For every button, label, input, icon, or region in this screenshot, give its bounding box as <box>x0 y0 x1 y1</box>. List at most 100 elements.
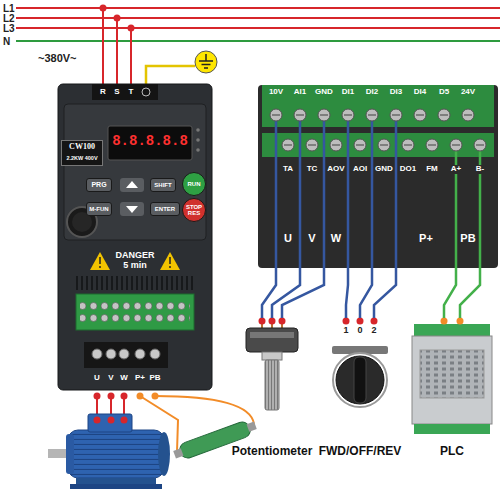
control-wire <box>444 205 480 318</box>
device-label: FWD/OFF/REV <box>319 445 402 458</box>
line-name: N <box>3 36 10 47</box>
earth-symbol <box>195 51 217 73</box>
plc-unit <box>420 350 484 398</box>
supply-wire <box>102 8 104 86</box>
mains-line <box>16 27 500 29</box>
selector-switch <box>343 318 350 325</box>
terminal-name: AOV <box>326 165 346 174</box>
terminal-name: T <box>129 88 134 97</box>
terminal-dot <box>94 417 101 424</box>
terminal-screw <box>308 144 316 145</box>
drive-housing <box>99 257 101 264</box>
braking-resistor <box>173 448 183 458</box>
control-wire <box>346 205 396 318</box>
terminal-name: DI1 <box>336 88 360 97</box>
terminal-screw <box>342 109 354 121</box>
button-label: RUN <box>188 181 201 187</box>
motor <box>158 432 170 476</box>
terminal-name: TA <box>278 165 298 174</box>
wire-junction <box>100 5 107 12</box>
terminal-screw <box>462 109 474 121</box>
mains-line <box>16 8 500 41</box>
terminal-screw <box>390 109 402 121</box>
control-wire <box>262 205 324 318</box>
line-name: L3 <box>3 23 15 34</box>
terminal-dot <box>137 393 144 400</box>
terminal-dot <box>137 393 159 400</box>
terminal-screw <box>414 109 426 121</box>
terminal-screw <box>426 139 438 151</box>
terminal-name: U <box>94 374 100 383</box>
motor <box>68 430 164 478</box>
terminal-name: P+ <box>135 374 145 383</box>
position-number: 2 <box>371 326 376 336</box>
potentiometer <box>246 318 298 411</box>
drive-housing <box>58 84 212 390</box>
plc: PLC <box>408 318 496 460</box>
potentiometer <box>269 318 276 325</box>
model-rating: 2.2KW 400V <box>62 155 102 161</box>
terminal-name: W <box>120 374 128 383</box>
terminal-dot <box>108 393 115 400</box>
terminal-name: PB <box>458 232 477 244</box>
control-wire <box>299 115 302 205</box>
voltage-label: ~380V~ <box>38 52 77 64</box>
terminal-screw <box>428 144 436 145</box>
drive-housing <box>126 181 138 188</box>
key-button: ENTER <box>150 202 180 216</box>
terminal-name: TC <box>302 165 322 174</box>
terminal-screw <box>270 109 486 151</box>
terminal-name: FM <box>422 165 442 174</box>
selector-switch <box>333 353 387 407</box>
plc-unit <box>457 318 464 325</box>
drive-housing <box>150 349 160 359</box>
terminal-name: AOI <box>350 165 370 174</box>
terminal-screw <box>368 114 376 115</box>
line-name: L1 <box>3 3 15 14</box>
terminal-name: U <box>282 232 294 244</box>
braking-resistor <box>247 422 257 432</box>
terminal-screw <box>402 139 414 151</box>
position-number: 0 <box>357 326 362 336</box>
potentiometer <box>265 360 279 410</box>
potentiometer <box>259 318 266 325</box>
terminal-name: DI2 <box>360 88 384 97</box>
terminal-screw <box>296 114 304 115</box>
drive-housing <box>119 349 129 359</box>
terminal-panel <box>258 85 498 268</box>
terminal-name: DI4 <box>408 88 432 97</box>
terminal-screw <box>450 139 462 151</box>
selector-switch <box>336 356 384 404</box>
drive-housing <box>126 206 138 213</box>
motor <box>88 414 132 432</box>
key-button: PRG <box>86 178 112 192</box>
control-wire <box>371 115 374 205</box>
earth-symbol <box>195 51 217 73</box>
drive-housing <box>74 276 196 290</box>
motor <box>70 484 162 489</box>
drive-housing <box>90 252 110 270</box>
drive-housing <box>64 104 206 240</box>
earth-symbol <box>199 54 213 68</box>
drive-housing <box>80 314 190 326</box>
terminal-name: 10V <box>264 88 288 97</box>
selector-switch <box>357 318 364 325</box>
terminal-dot <box>108 417 115 424</box>
terminal-screw <box>318 109 330 121</box>
terminal-screw <box>452 144 460 145</box>
terminal-name: DI3 <box>384 88 408 97</box>
drive-housing <box>120 178 144 192</box>
control-wire <box>395 115 398 205</box>
mains-line <box>16 7 500 9</box>
button-label: STOP RES <box>184 204 204 217</box>
terminal-screw <box>380 144 388 145</box>
terminal-panel <box>258 85 498 268</box>
selector-switch <box>332 318 388 408</box>
drive-housing <box>108 126 192 160</box>
supply-wire <box>116 18 118 86</box>
wire-junction <box>114 15 121 22</box>
drive-body: CW1002.2KW 400VPRGSHIFTRUNM-FUNENTERSTOP… <box>58 84 212 390</box>
terminal-name: A+ <box>446 165 466 174</box>
terminal-panel <box>262 133 494 157</box>
